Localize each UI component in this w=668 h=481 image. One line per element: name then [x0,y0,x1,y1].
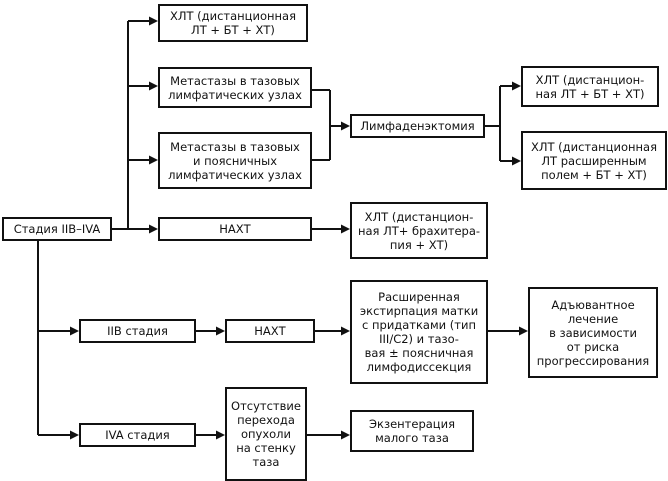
naht-node-2: НАХТ [225,319,315,343]
arrowhead [70,326,79,336]
arrowhead [341,224,350,234]
root-node: Стадия IIB–IVA [2,217,112,241]
adjuvant-node: Адъювантное лечение в зависимости от рис… [528,287,658,378]
lymphadenectomy-node: Лимфаденэктомия [350,114,485,138]
extirpation-node: Расширенная экстирпация матки с придатка… [350,280,488,384]
arrowhead [512,156,521,166]
arrowhead [149,16,158,26]
mets-pelvic-para-node: Метастазы в тазовых и поясничных лимфати… [158,132,312,189]
arrowhead [512,81,521,91]
arrowhead [341,121,350,131]
no-transition-node: Отсутствие перехода опухоли на стенку та… [225,387,307,481]
exenteration-node: Экзентерация малого таза [350,410,474,452]
mets-pelvic-node: Метастазы в тазовых лимфатических узлах [158,67,312,108]
hlt-brachy-node: ХЛТ (дистанцион- ная ЛТ+ брахитера- пия … [350,202,488,259]
hlt-after-2-node: ХЛТ (дистанционная ЛТ расширенным полем … [521,131,667,190]
stage-iib-node: IIB стадия [79,319,196,343]
hlt-after-1-node: ХЛТ (дистанцион- ная ЛТ + БТ + ХТ) [521,66,659,107]
stage-iva-node: IVA стадия [79,423,196,447]
arrowhead [70,430,79,440]
arrowhead [149,155,158,165]
arrowhead [341,326,350,336]
arrowhead [216,430,225,440]
arrowhead [519,326,528,336]
arrowhead [341,430,350,440]
arrowhead [216,326,225,336]
hlt-top-node: ХЛТ (дистанционная ЛТ + БТ + ХТ) [158,4,308,42]
naht-node-1: НАХТ [158,217,312,241]
arrowhead [149,81,158,91]
arrowhead [149,224,158,234]
